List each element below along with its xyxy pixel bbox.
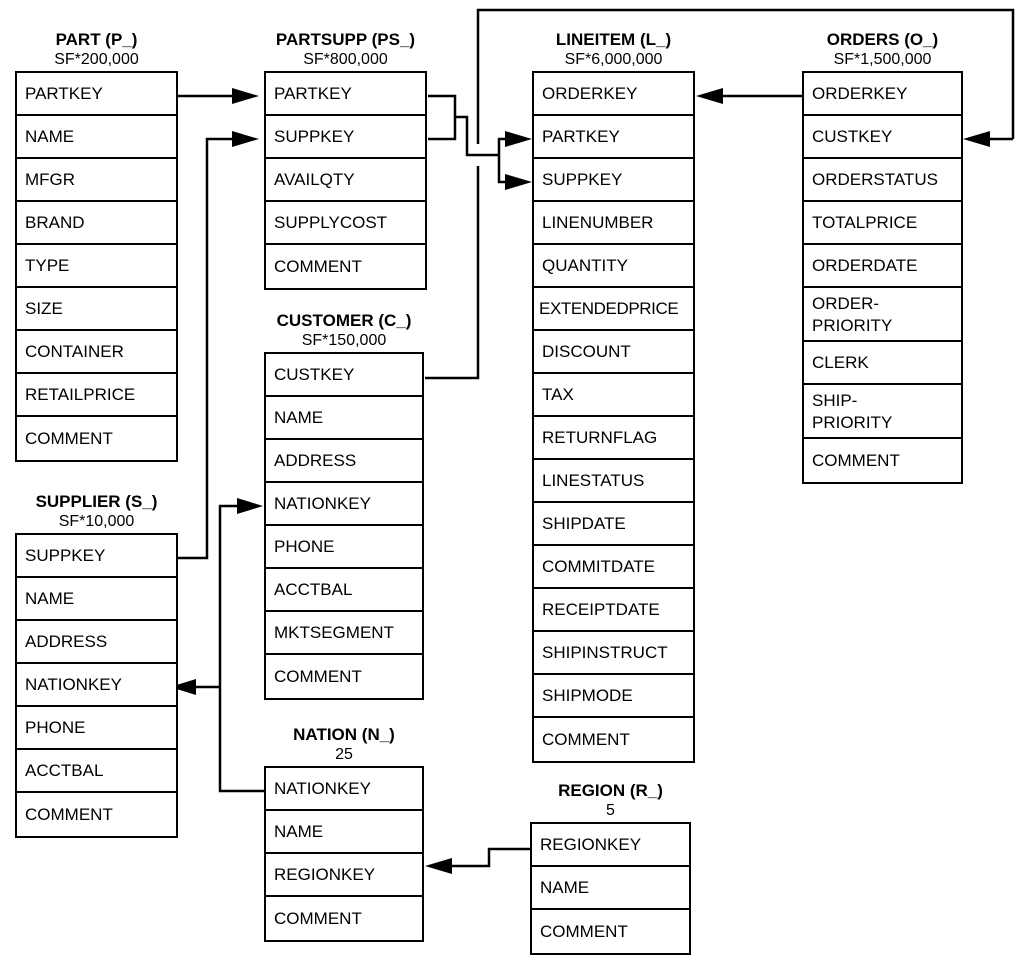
field-part-comment[interactable]: COMMENT [17,417,176,460]
field-part-type[interactable]: TYPE [17,245,176,288]
field-orders-custkey[interactable]: CUSTKEY [804,116,961,159]
entity-title-lineitem: LINEITEM (L_) [555,30,672,49]
field-customer-mktsegment[interactable]: MKTSEGMENT [266,612,422,655]
field-customer-nationkey[interactable]: NATIONKEY [266,483,422,526]
field-orders-orderkey[interactable]: ORDERKEY [804,73,961,116]
field-customer-name[interactable]: NAME [266,397,422,440]
entity-title-region: REGION (R_) [558,781,663,800]
field-partsupp-partkey[interactable]: PARTKEY [266,73,425,116]
field-part-partkey[interactable]: PARTKEY [17,73,176,116]
entity-title-supplier: SUPPLIER (S_) [35,492,158,511]
field-lineitem-suppkey[interactable]: SUPPKEY [534,159,693,202]
entity-cardinality-nation: 25 [335,746,353,763]
field-supplier-address[interactable]: ADDRESS [17,621,176,664]
field-orders-orderstatus[interactable]: ORDERSTATUS [804,159,961,202]
entity-cardinality-part: SF*200,000 [54,51,139,68]
field-nation-comment[interactable]: COMMENT [266,897,422,940]
field-supplier-name[interactable]: NAME [17,578,176,621]
field-customer-comment[interactable]: COMMENT [266,655,422,698]
edge-orders-to-lineitem [696,88,802,104]
edge-part-to-partsupp [178,88,259,104]
field-orders-totalprice[interactable]: TOTALPRICE [804,202,961,245]
field-lineitem-quantity[interactable]: QUANTITY [534,245,693,288]
field-lineitem-returnflag[interactable]: RETURNFLAG [534,417,693,460]
field-lineitem-shipinstruct[interactable]: SHIPINSTRUCT [534,632,693,675]
field-part-container[interactable]: CONTAINER [17,331,176,374]
field-part-name[interactable]: NAME [17,116,176,159]
field-part-mfgr[interactable]: MFGR [17,159,176,202]
edge-nation-to-customer-supplier [170,498,264,793]
field-nation-regionkey[interactable]: REGIONKEY [266,854,422,897]
field-lineitem-linenumber[interactable]: LINENUMBER [534,202,693,245]
edge-region-to-nation [425,847,530,874]
field-lineitem-shipdate[interactable]: SHIPDATE [534,503,693,546]
field-supplier-nationkey[interactable]: NATIONKEY [17,664,176,707]
entity-cardinality-customer: SF*150,000 [301,332,387,349]
entity-cardinality-supplier: SF*10,000 [58,513,135,530]
field-orders-orderdate[interactable]: ORDERDATE [804,245,961,288]
field-region-regionkey[interactable]: REGIONKEY [532,824,689,867]
field-nation-nationkey[interactable]: NATIONKEY [266,768,422,811]
edge-supplier-to-partsupp [178,131,259,560]
field-orders-shippriority[interactable]: SHIP-PRIORITY [804,385,961,439]
field-customer-custkey[interactable]: CUSTKEY [266,354,422,397]
entity-title-nation: NATION (N_) [293,725,395,744]
field-customer-phone[interactable]: PHONE [266,526,422,569]
field-partsupp-availqty[interactable]: AVAILQTY [266,159,425,202]
field-lineitem-comment[interactable]: COMMENT [534,718,693,761]
field-supplier-phone[interactable]: PHONE [17,707,176,750]
field-lineitem-partkey[interactable]: PARTKEY [534,116,693,159]
edge-partsupp-to-lineitem [428,94,532,190]
entity-cardinality-orders: SF*1,500,000 [833,51,932,68]
field-partsupp-suppkey[interactable]: SUPPKEY [266,116,425,159]
field-lineitem-extendedprice[interactable]: EXTENDEDPRICE [534,288,693,331]
field-supplier-suppkey[interactable]: SUPPKEY [17,535,176,578]
field-part-retailprice[interactable]: RETAILPRICE [17,374,176,417]
field-part-size[interactable]: SIZE [17,288,176,331]
entity-title-customer: CUSTOMER (C_) [276,311,412,330]
field-lineitem-discount[interactable]: DISCOUNT [534,331,693,374]
field-supplier-acctbal[interactable]: ACCTBAL [17,750,176,793]
field-part-brand[interactable]: BRAND [17,202,176,245]
field-partsupp-supplycost[interactable]: SUPPLYCOST [266,202,425,245]
entity-cardinality-region: 5 [606,802,615,819]
entity-cardinality-lineitem: SF*6,000,000 [564,51,663,68]
field-customer-address[interactable]: ADDRESS [266,440,422,483]
field-partsupp-comment[interactable]: COMMENT [266,245,425,288]
field-customer-acctbal[interactable]: ACCTBAL [266,569,422,612]
field-nation-name[interactable]: NAME [266,811,422,854]
field-orders-orderpriority[interactable]: ORDER-PRIORITY [804,288,961,342]
field-lineitem-receiptdate[interactable]: RECEIPTDATE [534,589,693,632]
field-lineitem-shipmode[interactable]: SHIPMODE [534,675,693,718]
field-lineitem-orderkey[interactable]: ORDERKEY [534,73,693,116]
field-lineitem-tax[interactable]: TAX [534,374,693,417]
entity-cardinality-partsupp: SF*800,000 [303,51,388,68]
field-region-name[interactable]: NAME [532,867,689,910]
field-lineitem-commitdate[interactable]: COMMITDATE [534,546,693,589]
field-supplier-comment[interactable]: COMMENT [17,793,176,836]
field-region-comment[interactable]: COMMENT [532,910,689,953]
entity-title-partsupp: PARTSUPP (PS_) [275,30,416,49]
field-orders-comment[interactable]: COMMENT [804,439,961,482]
field-orders-clerk[interactable]: CLERK [804,342,961,385]
entity-title-part: PART (P_) [55,30,138,49]
entity-title-orders: ORDERS (O_) [826,30,939,49]
field-lineitem-linestatus[interactable]: LINESTATUS [534,460,693,503]
